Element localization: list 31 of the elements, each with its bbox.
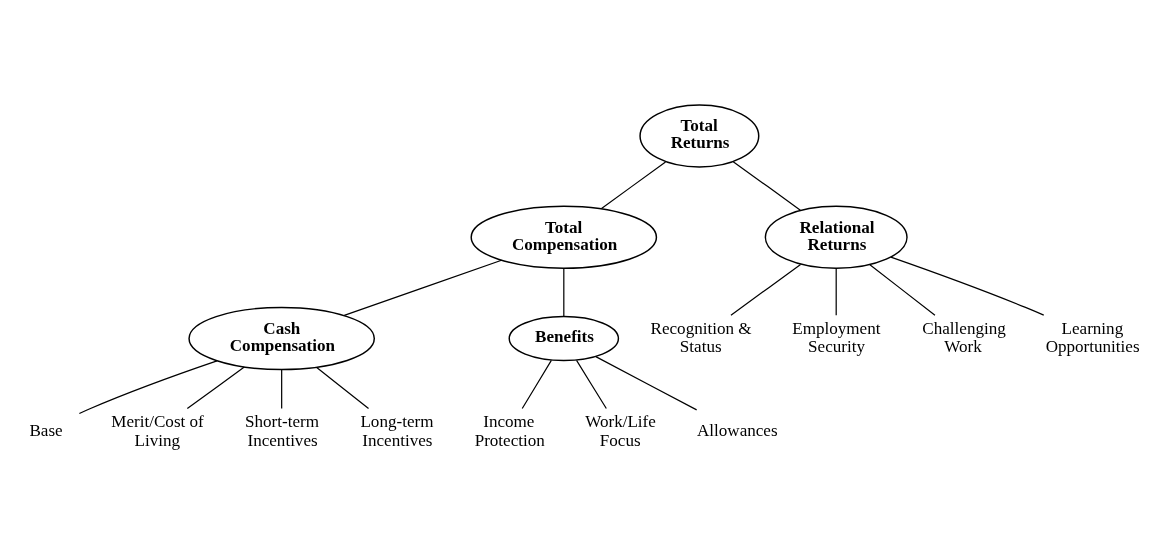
node-ellipse: Total Returns bbox=[639, 103, 760, 168]
connector bbox=[521, 359, 552, 409]
node-ellipse: Relational Returns bbox=[764, 204, 908, 269]
node-text: Challenging Work bbox=[922, 318, 1006, 356]
connector bbox=[595, 355, 698, 410]
node-text: Income Protection bbox=[474, 411, 545, 450]
connector bbox=[186, 365, 245, 409]
connector bbox=[890, 256, 1045, 316]
node-text: Employment Security bbox=[792, 318, 881, 356]
connector bbox=[600, 160, 667, 209]
node-text: Merit/Cost of Living bbox=[111, 411, 204, 450]
connector bbox=[316, 366, 370, 409]
connector bbox=[563, 267, 565, 317]
node-text: Learning Opportunities bbox=[1045, 318, 1140, 356]
connector bbox=[281, 368, 283, 409]
node-text: Allowances bbox=[696, 420, 778, 440]
node-text: Short-term Incentives bbox=[245, 411, 320, 450]
node-ellipse: Benefits bbox=[508, 315, 620, 361]
node-ellipse: Total Compensation bbox=[470, 204, 658, 269]
node-text: Base bbox=[29, 420, 63, 440]
connector bbox=[869, 263, 936, 316]
connector bbox=[575, 359, 607, 409]
connector bbox=[732, 160, 801, 211]
connector bbox=[835, 267, 837, 316]
connector bbox=[343, 259, 503, 316]
node-text: Long-term Incentives bbox=[360, 411, 434, 450]
connector bbox=[78, 359, 218, 414]
connector bbox=[730, 263, 802, 316]
node-text: Work/Life Focus bbox=[585, 411, 656, 450]
node-ellipse: Cash Compensation bbox=[188, 306, 375, 370]
node-text: Recognition & Status bbox=[650, 318, 752, 356]
